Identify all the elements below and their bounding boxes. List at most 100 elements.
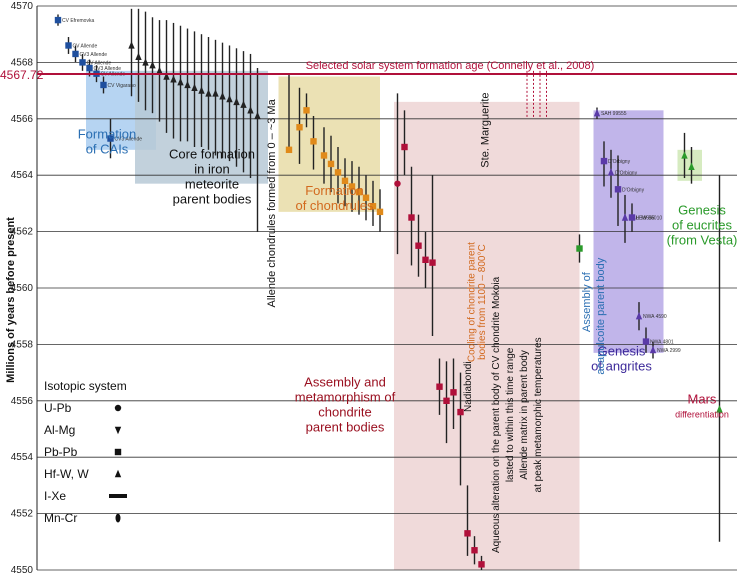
data-point-cai <box>54 16 62 24</box>
y-tick-label: 4570 <box>11 1 34 12</box>
data-point-chondrite <box>471 547 478 554</box>
point-label: NWA 2999 <box>657 348 681 354</box>
region-label-cai: of CAIs <box>86 142 129 157</box>
data-point-iron <box>156 66 163 75</box>
point-label: D'Orbigny <box>615 170 638 176</box>
gridlines-layer <box>37 5 737 571</box>
data-point-iron <box>219 92 226 100</box>
annotation-text: Allende chondrules formed from 0 – ~3 Ma <box>266 98 278 307</box>
y-tick-label: 4568 <box>11 57 34 68</box>
region-metamorphism <box>394 101 580 570</box>
data-point-chondrule <box>348 183 356 190</box>
y-tick-label: 4566 <box>11 114 34 125</box>
y-axis-label: Millions of years before present <box>5 217 17 383</box>
region-eucrites <box>677 149 702 181</box>
region-label-cai: Formation <box>78 127 137 142</box>
annotation-text: at peak metamorphic temperatures <box>533 337 544 492</box>
data-point-angrite <box>614 186 622 193</box>
region-chondrules <box>278 76 380 212</box>
solar-system-age-label: Selected solar system formation age (Con… <box>306 60 595 72</box>
data-point-angrite <box>649 345 657 354</box>
point-label: D'Orbigny <box>622 187 645 193</box>
data-point-iron <box>142 58 149 66</box>
data-point-chondrite <box>436 383 443 390</box>
data-point-iron <box>149 61 156 69</box>
point-label: D'Orbigny <box>608 159 631 165</box>
point-label: CV Efremovka <box>62 18 94 24</box>
data-point-chondrule <box>376 208 384 216</box>
point-label: LEW 86010 <box>636 216 662 222</box>
point-label: CV Allende <box>73 43 98 49</box>
data-point-chondrite <box>443 397 450 404</box>
data-point-chondrule <box>341 177 349 185</box>
legend-marker <box>114 426 122 435</box>
y-tick-labels: 4550455245544556455845604562456445664568… <box>11 1 34 576</box>
data-point-iron <box>135 52 142 60</box>
region-label-angrites: Genesis <box>598 344 646 359</box>
data-point-chondrule <box>296 124 303 131</box>
data-point-chondrule <box>303 107 310 114</box>
data-point-angrite <box>635 312 643 320</box>
data-point-iron <box>240 100 247 108</box>
data-point-iron <box>233 97 240 106</box>
data-point-chondrule <box>310 138 317 145</box>
point-label: NWA 4590 <box>643 314 667 320</box>
data-point-iron <box>177 77 184 86</box>
annotation-text: Cooling of chondrite parent <box>467 242 478 362</box>
legend-marker <box>109 494 127 498</box>
region-label-core: Core formation <box>169 146 255 161</box>
point-label: SAH 99555 <box>629 216 655 222</box>
solar-system-age-value: 4567.72 <box>0 68 44 82</box>
data-point-chondrite <box>478 561 485 568</box>
y-tick-label: 4560 <box>11 283 34 294</box>
legend-marker <box>114 404 122 412</box>
region-label-chondrules: Formation <box>305 183 364 198</box>
data-point-chondrite <box>464 530 471 537</box>
data-point-other <box>716 405 723 413</box>
data-point-iron <box>163 72 170 80</box>
region-label-metamorphism: Assembly and <box>304 375 386 390</box>
data-point-iron <box>254 111 261 120</box>
legend-label: Mn-Cr <box>44 511 77 525</box>
annotation-text: Nadiabondi <box>463 361 474 412</box>
annotation-text: Aqueous alteration on the parent body of… <box>491 276 502 553</box>
data-point-cai <box>107 135 114 142</box>
data-point-angrite <box>600 157 608 165</box>
region-label-eucrites: (from Vesta) <box>667 233 738 248</box>
legend-marker <box>114 469 122 478</box>
y-tick-label: 4556 <box>11 396 34 407</box>
data-point-iron <box>205 89 212 97</box>
data-point-iron <box>191 83 198 91</box>
point-label: CV3 Allende <box>94 66 122 72</box>
point-label: CV3 Allende <box>80 52 108 58</box>
annotation-text: bodies from 1100 – 800°C <box>477 244 488 360</box>
data-point-angrite <box>621 213 629 221</box>
legend-title: Isotopic system <box>44 379 127 393</box>
region-label-eucrites: of eucrites <box>672 218 732 233</box>
y-tick-label: 4550 <box>11 565 34 576</box>
region-label-metamorphism: chondrite <box>318 405 371 420</box>
data-point-chondrite <box>401 143 408 151</box>
data-point-chondrite <box>450 389 457 396</box>
annotation-text: Allende matrix in parent body <box>519 350 530 480</box>
data-point-angrite <box>628 214 636 221</box>
data-point-chondrule <box>355 188 363 196</box>
y-tick-label: 4552 <box>11 509 34 520</box>
data-point-chondrite <box>422 256 429 263</box>
legend-marker <box>114 448 122 456</box>
region-label-eucrites: Genesis <box>678 203 726 218</box>
data-point-chondrite <box>408 214 415 221</box>
data-point-other <box>576 245 583 252</box>
data-point-iron <box>226 94 233 103</box>
data-point-angrite <box>642 338 650 345</box>
y-tick-label: 4558 <box>11 339 34 350</box>
data-point-other <box>681 151 688 159</box>
y-tick-label: 4562 <box>11 227 34 238</box>
data-point-cai <box>72 50 79 58</box>
annotation-text: differentiation <box>675 410 729 420</box>
data-point-cai <box>86 64 93 72</box>
legend-label: U-Pb <box>44 401 72 415</box>
data-point-chondrite <box>415 242 422 249</box>
